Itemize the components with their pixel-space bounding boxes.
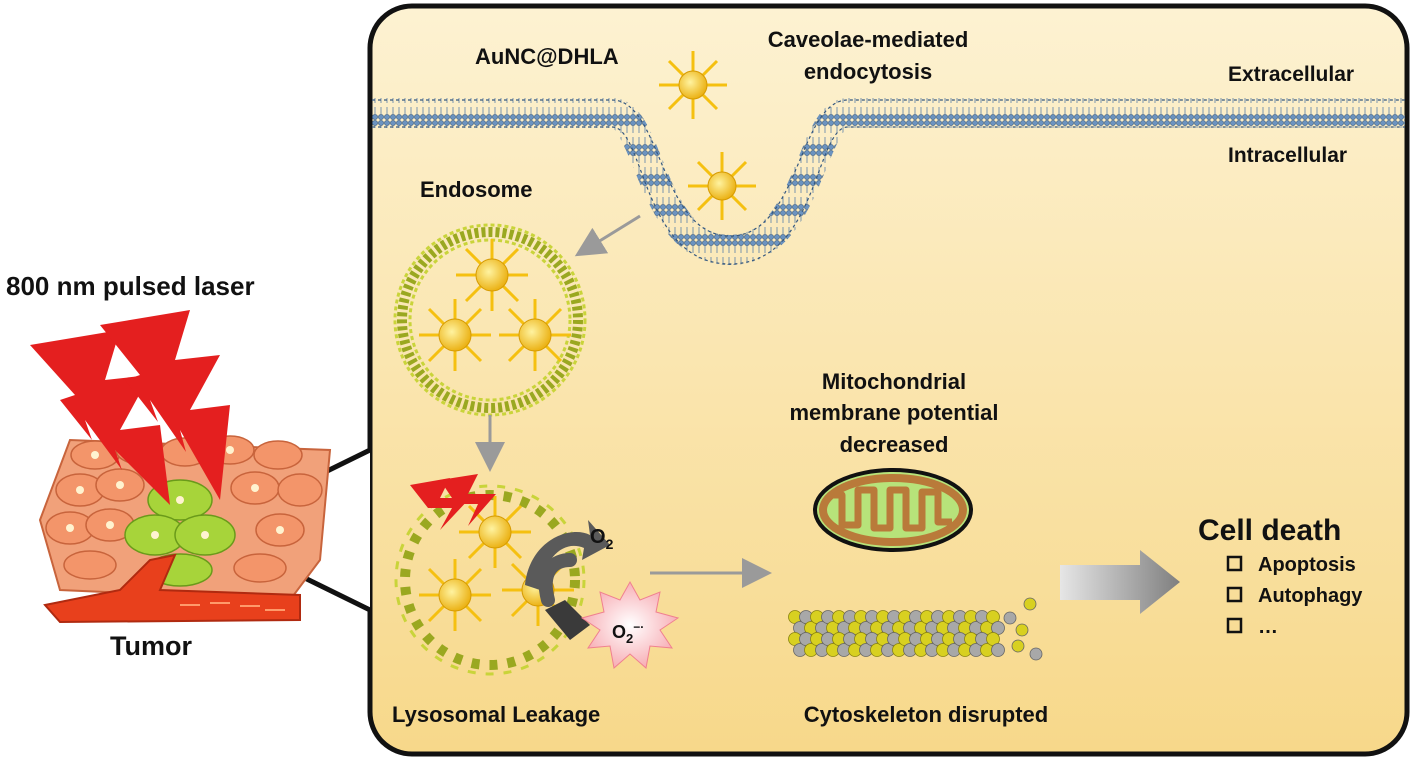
outcome-checkbox-0 xyxy=(1226,555,1243,572)
arrow-to-endosome xyxy=(574,214,641,257)
plasma-membrane xyxy=(372,98,1405,266)
outcome-item-2: … xyxy=(1258,616,1278,638)
mito-label-line2: membrane potential xyxy=(789,400,998,425)
cell-death-title: Cell death xyxy=(1198,514,1341,547)
big-arrow-to-cell-death xyxy=(1060,550,1180,614)
o2-label: O2 xyxy=(590,526,614,552)
uptake-label-line1: Caveolae-mediated xyxy=(768,27,969,52)
intracellular-label: Intracellular xyxy=(1228,144,1347,167)
curved-arrow-o2 xyxy=(525,520,610,590)
tumor-label: Tumor xyxy=(110,631,192,661)
nanocluster-label: AuNC@DHLA xyxy=(475,44,619,69)
cytoskeleton-label: Cytoskeleton disrupted xyxy=(804,702,1048,727)
superoxide-label: O2−· xyxy=(612,620,644,646)
superoxide-burst-icon xyxy=(580,580,680,669)
outcome-item-1: Autophagy xyxy=(1258,585,1363,607)
laser-lightning-icon xyxy=(30,310,230,505)
lightning-icon-small xyxy=(410,474,496,530)
endosome-label: Endosome xyxy=(420,177,532,202)
mitochondrion-icon xyxy=(813,468,973,552)
laser-label: 800 nm pulsed laser xyxy=(6,271,255,301)
lysosome-label: Lysosomal Leakage xyxy=(392,702,600,727)
outcome-checkbox-1 xyxy=(1226,586,1243,603)
nanocluster-pit xyxy=(688,152,756,220)
mito-label-line3: decreased xyxy=(840,432,949,457)
uptake-label-line2: endocytosis xyxy=(804,59,932,84)
nanocluster-extracellular xyxy=(659,51,727,119)
endosome-nanoclusters xyxy=(419,239,571,371)
tumor-tissue-icon xyxy=(38,435,332,624)
mito-label-line1: Mitochondrial xyxy=(822,369,966,394)
cytoskeleton-icon xyxy=(788,597,1043,661)
extracellular-label: Extracellular xyxy=(1228,63,1354,86)
outcome-checkbox-2 xyxy=(1226,617,1243,634)
outcome-item-0: Apoptosis xyxy=(1258,554,1356,576)
